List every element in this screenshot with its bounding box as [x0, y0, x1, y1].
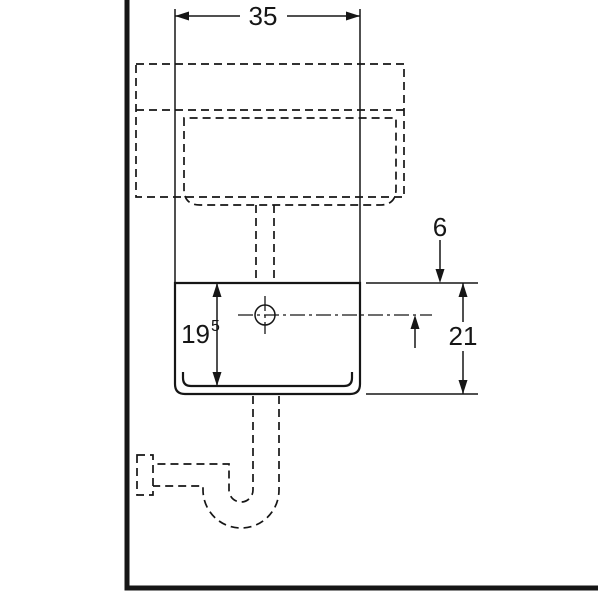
arrowhead-left-icon — [175, 11, 189, 21]
dim-rim-to-tap-label: 6 — [433, 212, 447, 242]
dim-inner-height-label: 19 — [181, 319, 210, 349]
dim-width-label: 35 — [249, 1, 278, 31]
arrowhead-down-icon — [458, 380, 468, 394]
washbasin — [173, 281, 432, 396]
arrowhead-up-icon — [458, 283, 468, 297]
arrowhead-up-icon — [212, 283, 222, 297]
cistern-bowl-outline — [183, 117, 397, 206]
cistern-dashed-outline — [135, 63, 405, 283]
dim-rim-to-tap: 6 — [366, 212, 478, 348]
washbasin-outline — [173, 281, 362, 396]
arrowhead-up-icon — [410, 315, 420, 329]
arrowhead-down-icon — [212, 372, 222, 386]
arrowhead-right-icon — [346, 11, 360, 21]
dim-width: 35 — [174, 1, 361, 283]
dim-total-height: 21 — [366, 283, 478, 395]
wall-flange — [136, 454, 154, 496]
washbasin-inner-bottom-line — [181, 372, 354, 388]
arrowhead-down-icon — [435, 269, 445, 283]
dim-inner-height: 19 5 — [181, 283, 222, 386]
trap-outer-contour — [153, 396, 280, 529]
trap-inner-contour — [153, 396, 254, 503]
dim-total-height-label: 21 — [449, 321, 478, 351]
cistern-outer-box — [135, 63, 405, 198]
dim-inner-height-superscript: 5 — [211, 318, 220, 335]
trap-siphon — [136, 396, 280, 529]
